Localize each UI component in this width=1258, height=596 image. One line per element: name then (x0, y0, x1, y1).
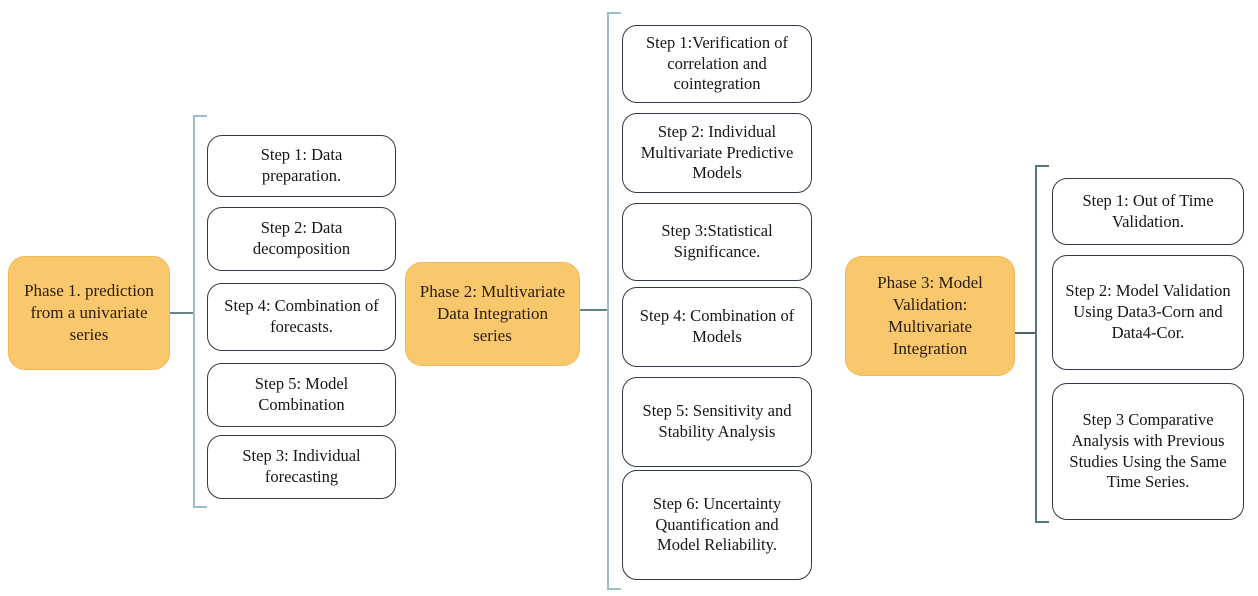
step-label: Step 1:Verification of correlation and c… (645, 32, 789, 94)
step-label: Step 1: Data preparation. (260, 145, 343, 185)
phase-1-step-box-5: Step 3: Individual forecasting (207, 435, 396, 499)
phase-1-step-box-1: Step 1: Data preparation. (207, 135, 396, 197)
step-label: Step 2: Individual Multivariate Predicti… (640, 121, 794, 183)
step-label: Step 5: Sensitivity and Stability Analys… (642, 401, 792, 441)
phase-2-bracket (607, 12, 621, 590)
step-label: Step 1: Out of Time Validation. (1082, 190, 1214, 231)
phase-2-connector-line (580, 309, 607, 311)
step-label: Step 4: Combination of forecasts. (224, 296, 379, 336)
step-label: Step 2: Model Validation Using Data3-Cor… (1065, 281, 1231, 342)
phase-1-label: Phase 1. prediction from a univariate se… (24, 280, 154, 345)
step-label: Step 6: Uncertainty Quantification and M… (652, 493, 782, 555)
step-label: Step 2: Data decomposition (252, 218, 351, 258)
phase-3-bracket (1035, 165, 1049, 523)
step-label: Step 5: Model Combination (254, 374, 349, 414)
phase-3-step-box-3: Step 3 Comparative Analysis with Previou… (1052, 383, 1244, 520)
phase-1-step-box-2: Step 2: Data decomposition (207, 207, 396, 271)
step-label: Step 3 Comparative Analysis with Previou… (1069, 409, 1227, 492)
phase-3-step-box-1: Step 1: Out of Time Validation. (1052, 178, 1244, 245)
phase-3-step-box-2: Step 2: Model Validation Using Data3-Cor… (1052, 255, 1244, 370)
phase-1-step-box-4: Step 5: Model Combination (207, 363, 396, 427)
phase-1-connector-line (170, 312, 193, 314)
phase-2-step-box-6: Step 6: Uncertainty Quantification and M… (622, 470, 812, 580)
phase-2-step-box-5: Step 5: Sensitivity and Stability Analys… (622, 377, 812, 467)
phase-3-connector-line (1015, 332, 1035, 334)
step-label: Step 4: Combination of Models (639, 306, 795, 346)
phase-1-step-box-3: Step 4: Combination of forecasts. (207, 283, 396, 351)
phase-1-bracket (193, 115, 207, 508)
phase-2-step-box-2: Step 2: Individual Multivariate Predicti… (622, 113, 812, 193)
phase-2-step-box-4: Step 4: Combination of Models (622, 287, 812, 367)
phase-2-step-box-3: Step 3:Statistical Significance. (622, 203, 812, 281)
step-label: Step 3:Statistical Significance. (661, 221, 773, 261)
phase-2-step-box-1: Step 1:Verification of correlation and c… (622, 25, 812, 103)
step-label: Step 3: Individual forecasting (242, 446, 361, 486)
phase-2-box: Phase 2: Multivariate Data Integration s… (405, 262, 580, 366)
phase-2-label: Phase 2: Multivariate Data Integration s… (419, 281, 566, 346)
phase-3-label: Phase 3: Model Validation: Multivariate … (877, 272, 983, 359)
phase-3-box: Phase 3: Model Validation: Multivariate … (845, 256, 1015, 376)
phase-1-box: Phase 1. prediction from a univariate se… (8, 256, 170, 370)
